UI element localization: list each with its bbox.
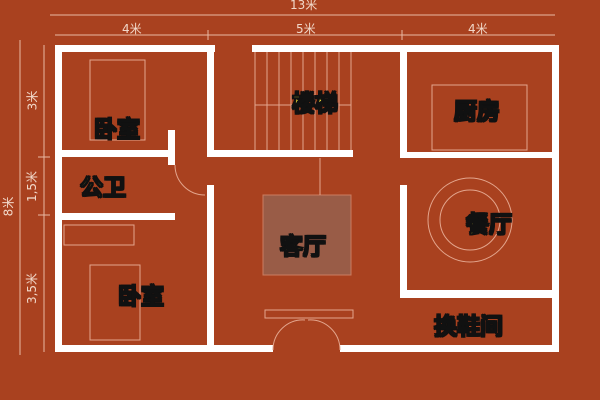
width-dimension-right: 4米 (468, 22, 488, 36)
room-label-bedroom-1: 卧室 (94, 117, 141, 144)
room-label-bedroom-2: 卧室 (118, 284, 165, 311)
width-dimension-left: 4米 (122, 22, 142, 36)
room-label-stairs: 楼梯 (292, 91, 339, 118)
height-dimension-bottom: 3,5米 (25, 272, 40, 305)
dimension-lines (19, 14, 555, 355)
total-width-dimension: 13米 (290, 0, 318, 12)
height-dimension-top: 3米 (25, 90, 40, 111)
total-height-dimension: 8米 (1, 196, 16, 217)
height-dimension-middle: 1,5米 (25, 170, 40, 203)
room-label-shoe-room: 换鞋间 (434, 314, 504, 341)
room-label-dining-room: 餐厅 (466, 212, 513, 239)
room-label-living-room: 客厅 (280, 234, 327, 261)
room-label-bathroom: 公卫 (80, 175, 127, 202)
room-label-kitchen: 厨房 (454, 99, 501, 126)
furniture (63, 52, 528, 351)
width-dimension-middle: 5米 (296, 22, 316, 36)
walls (55, 45, 559, 352)
